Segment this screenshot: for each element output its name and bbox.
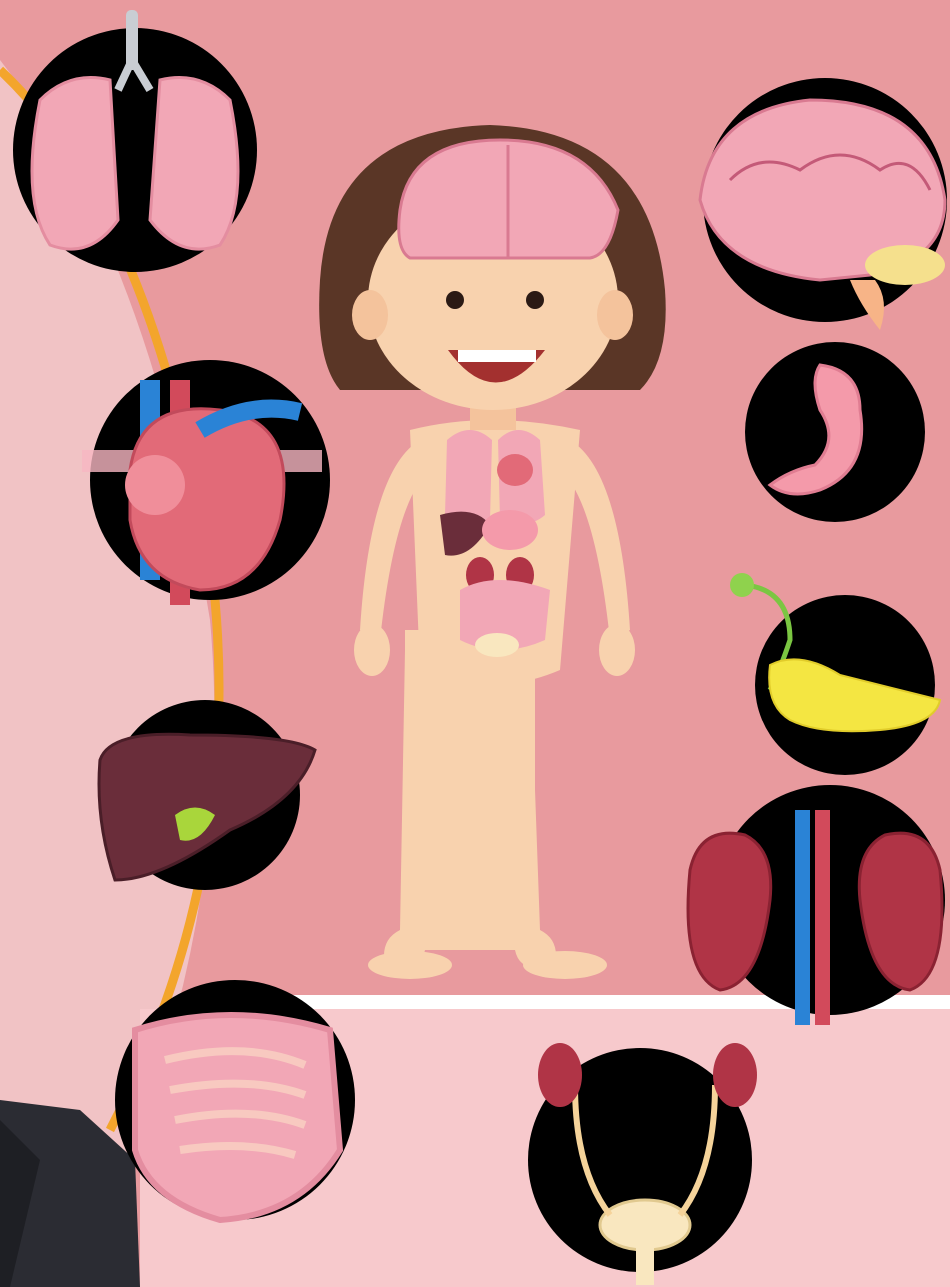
lungs-icon (32, 78, 118, 250)
urinary-bladder-icon (600, 1200, 690, 1250)
girl-eye-left (446, 291, 464, 309)
intestines-badge (115, 980, 355, 1220)
stomach-badge (745, 342, 925, 522)
girl-eye-right (526, 291, 544, 309)
